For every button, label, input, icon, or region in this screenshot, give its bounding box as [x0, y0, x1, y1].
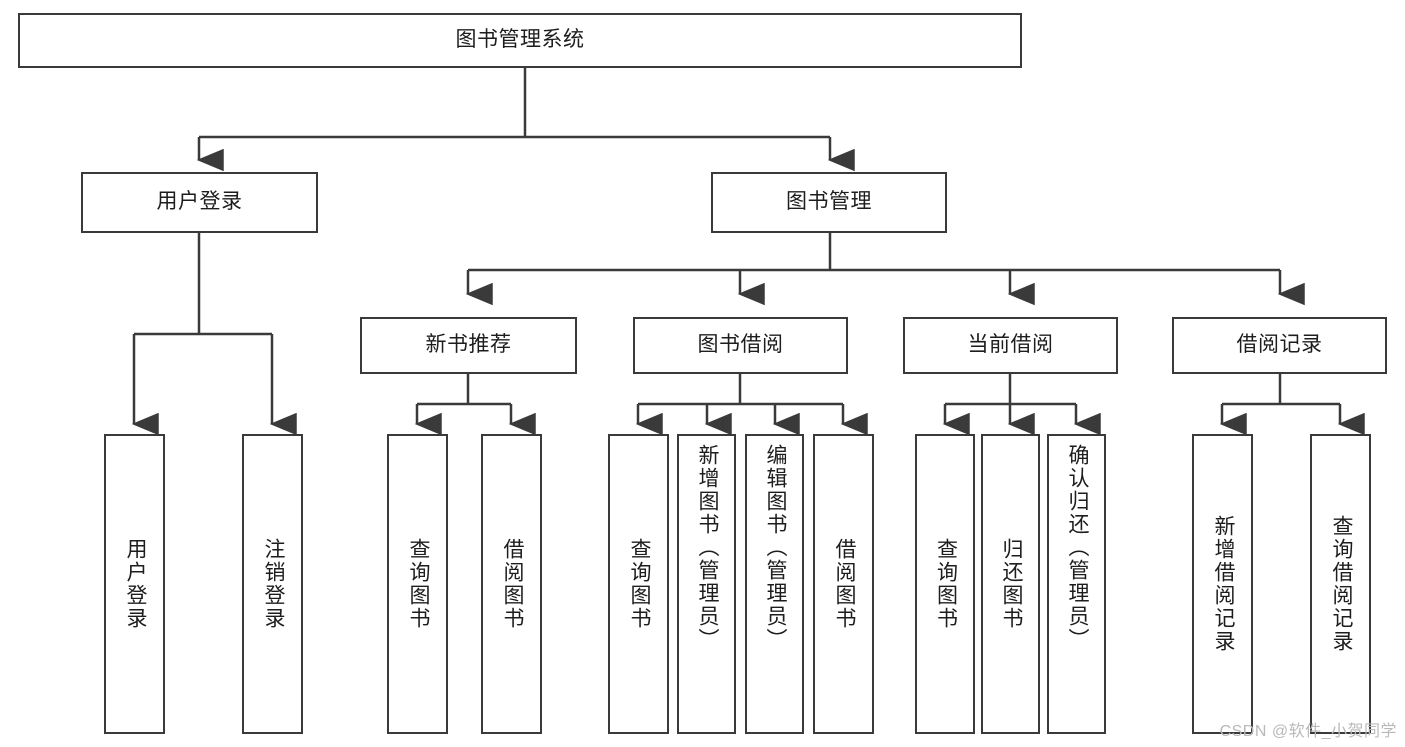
leaf-borrow-record-query[interactable]: 查询借阅记录: [1310, 434, 1371, 734]
leaf-label: 查询图书: [934, 538, 958, 630]
leaf-label: 查询图书: [406, 538, 430, 630]
leaf-user-login-logout[interactable]: 注销登录: [242, 434, 303, 734]
leaf-label: 归还图书: [999, 538, 1023, 630]
leaf-label: 用户登录: [123, 538, 147, 630]
node-user-login[interactable]: 用户登录: [81, 172, 318, 233]
node-borrow-record-label: 借阅记录: [1236, 333, 1323, 357]
leaf-label: 查询图书: [627, 538, 651, 630]
node-book-borrow-label: 图书借阅: [697, 333, 784, 357]
node-book-borrow[interactable]: 图书借阅: [633, 317, 848, 374]
leaf-borrow-record-add[interactable]: 新增借阅记录: [1192, 434, 1253, 734]
watermark: CSDN @软件_小贺同学: [1219, 723, 1397, 740]
node-book-manage[interactable]: 图书管理: [711, 172, 947, 233]
node-user-login-label: 用户登录: [156, 190, 243, 214]
node-root[interactable]: 图书管理系统: [18, 13, 1022, 68]
leaf-book-borrow-add[interactable]: 新增图书（管理员）: [677, 434, 736, 734]
node-borrow-record[interactable]: 借阅记录: [1172, 317, 1387, 374]
leaf-current-borrow-query[interactable]: 查询图书: [915, 434, 975, 734]
leaf-book-borrow-query[interactable]: 查询图书: [608, 434, 669, 734]
leaf-new-book-borrow[interactable]: 借阅图书: [481, 434, 542, 734]
leaf-label: 注销登录: [261, 538, 285, 630]
leaf-book-borrow-edit[interactable]: 编辑图书（管理员）: [745, 434, 804, 734]
leaf-user-login-login[interactable]: 用户登录: [104, 434, 165, 734]
leaf-new-book-query[interactable]: 查询图书: [387, 434, 448, 734]
leaf-label: 确认归还（管理员）: [1065, 444, 1089, 651]
node-current-borrow[interactable]: 当前借阅: [903, 317, 1118, 374]
leaf-label: 编辑图书（管理员）: [763, 444, 787, 651]
node-new-book-recommend-label: 新书推荐: [425, 333, 512, 357]
node-new-book-recommend[interactable]: 新书推荐: [360, 317, 577, 374]
leaf-current-borrow-confirm[interactable]: 确认归还（管理员）: [1047, 434, 1106, 734]
leaf-label: 借阅图书: [832, 538, 856, 630]
node-root-label: 图书管理系统: [455, 28, 585, 52]
leaf-label: 新增借阅记录: [1211, 515, 1235, 653]
leaf-current-borrow-return[interactable]: 归还图书: [981, 434, 1040, 734]
leaf-label: 新增图书（管理员）: [695, 444, 719, 651]
leaf-book-borrow-borrow[interactable]: 借阅图书: [813, 434, 874, 734]
node-book-manage-label: 图书管理: [786, 190, 872, 214]
leaf-label: 查询借阅记录: [1329, 515, 1353, 653]
leaf-label: 借阅图书: [500, 538, 524, 630]
node-current-borrow-label: 当前借阅: [967, 333, 1054, 357]
